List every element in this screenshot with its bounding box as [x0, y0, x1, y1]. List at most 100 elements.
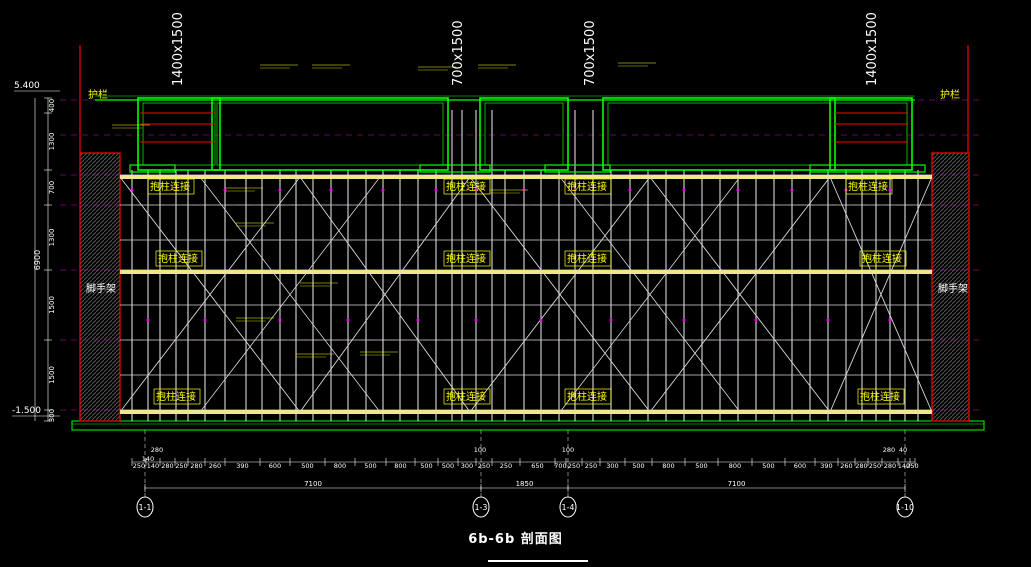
coupler-dot [381, 188, 385, 192]
tie-to-column-label: 抱柱连接 [567, 252, 607, 265]
beam-formwork [602, 97, 836, 171]
bottom-dim-value: 500 [442, 462, 454, 470]
small-dim-value: 140 [142, 455, 154, 463]
coupler-dot [888, 318, 892, 322]
section-size-label: 700x1500 [583, 20, 598, 86]
elevation-bottom: -1.500 [12, 406, 41, 416]
section-size-label: 1400x1500 [865, 12, 880, 86]
tie-box [857, 388, 905, 405]
column-base [419, 164, 491, 173]
cross-brace [559, 176, 741, 413]
small-dim-value: 100 [562, 446, 574, 454]
bottom-dim-value: 500 [632, 462, 644, 470]
tie-to-column-label: 抱柱连接 [150, 180, 190, 193]
bottom-dim-value: 500 [364, 462, 376, 470]
section-size-label: 700x1500 [451, 20, 466, 86]
coupler-dot [826, 318, 830, 322]
tie-box [564, 178, 612, 195]
coupler-dot [474, 318, 478, 322]
cross-brace [469, 176, 651, 413]
span-dim-value: 1850 [516, 480, 534, 488]
right-wall [931, 152, 970, 422]
axis-bubble [896, 496, 914, 518]
coupler-dot [346, 318, 350, 322]
bottom-dim-value: 140 [898, 462, 910, 470]
tie-to-column-label: 抱柱连接 [446, 180, 486, 193]
small-dim-value: 100 [474, 446, 486, 454]
tie-to-column-label: 抱柱连接 [158, 252, 198, 265]
tie-box [147, 178, 195, 195]
bottom-dim-value: 600 [794, 462, 806, 470]
cross-brace [299, 176, 471, 413]
tie-to-column-label: 抱柱连接 [567, 390, 607, 403]
coupler-dot [682, 318, 686, 322]
drawing-title: 6b-6b 剖面图 [468, 532, 563, 547]
bottom-dim-value: 700 [554, 462, 566, 470]
title-underline [488, 560, 588, 562]
main-beam [120, 410, 932, 414]
ground-slab [71, 420, 985, 431]
bottom-dim-value: 300 [606, 462, 618, 470]
tie-to-column-label: 抱柱连接 [567, 180, 607, 193]
coupler-dot [130, 188, 134, 192]
main-beam [120, 175, 932, 179]
bottom-dim-value: 250 [500, 462, 512, 470]
column-base [544, 164, 611, 173]
bottom-dim-value: 250 [133, 462, 145, 470]
bottom-dim-value: 800 [662, 462, 674, 470]
bottom-dim-value: 250 [175, 462, 187, 470]
elevation-top: 5.400 [14, 81, 40, 91]
section-size-label: 1400x1500 [171, 12, 186, 86]
coupler-dot [416, 318, 420, 322]
bottom-dim-value: 260 [840, 462, 852, 470]
coupler-dot [609, 318, 613, 322]
bottom-dim-value: 250 [869, 462, 881, 470]
left-dim-value: 300 [48, 409, 56, 422]
left-dim-value: 1300 [48, 133, 56, 151]
bottom-dim-value: 140 [147, 462, 159, 470]
small-dim-value: 280 [883, 446, 895, 454]
coupler-dot [329, 188, 333, 192]
left-dim-value: 700 [48, 181, 56, 194]
cross-brace [649, 176, 831, 413]
tie-box [153, 388, 201, 405]
beam-formwork-inner [216, 102, 444, 166]
bottom-dim-value: 500 [301, 462, 313, 470]
tie-to-column-label: 抱柱连接 [446, 252, 486, 265]
left-dim-value: 400 [48, 99, 56, 112]
coupler-dot [573, 188, 577, 192]
tie-box [845, 178, 893, 195]
bottom-dim-value: 260 [209, 462, 221, 470]
coupler-dot [754, 318, 758, 322]
coupler-dot [474, 188, 478, 192]
bottom-dim-value: 280 [855, 462, 867, 470]
small-dim-value: 40 [899, 446, 907, 454]
coupler-dot [628, 188, 632, 192]
tie-box [443, 250, 491, 267]
bottom-dim-value: 600 [269, 462, 281, 470]
small-dim-value: 280 [151, 446, 163, 454]
beam-formwork [137, 97, 221, 171]
bottom-dim-value: 500 [762, 462, 774, 470]
tie-to-column-label: 抱柱连接 [860, 390, 900, 403]
axis-label: 1-1 [138, 503, 151, 512]
coupler-dot [203, 318, 207, 322]
bottom-dim-value: 250 [906, 462, 918, 470]
axis-bubble [472, 496, 490, 518]
guardrail-label-right: 护栏 [940, 88, 960, 101]
column-base [129, 164, 176, 173]
tie-box [155, 250, 203, 267]
coupler-dot [174, 188, 178, 192]
bottom-dim-value: 800 [334, 462, 346, 470]
left-dim-value: 1500 [48, 366, 56, 384]
beam-formwork-inner [142, 102, 216, 166]
column-base [809, 164, 926, 173]
axis-bubble [136, 496, 154, 518]
scaffold-label-left: 脚手架 [86, 282, 116, 295]
tie-box [443, 388, 491, 405]
coupler-dot [539, 318, 543, 322]
beam-formwork-inner [834, 102, 908, 166]
guardrail-label-left: 护栏 [88, 88, 108, 101]
bottom-dim-value: 800 [729, 462, 741, 470]
